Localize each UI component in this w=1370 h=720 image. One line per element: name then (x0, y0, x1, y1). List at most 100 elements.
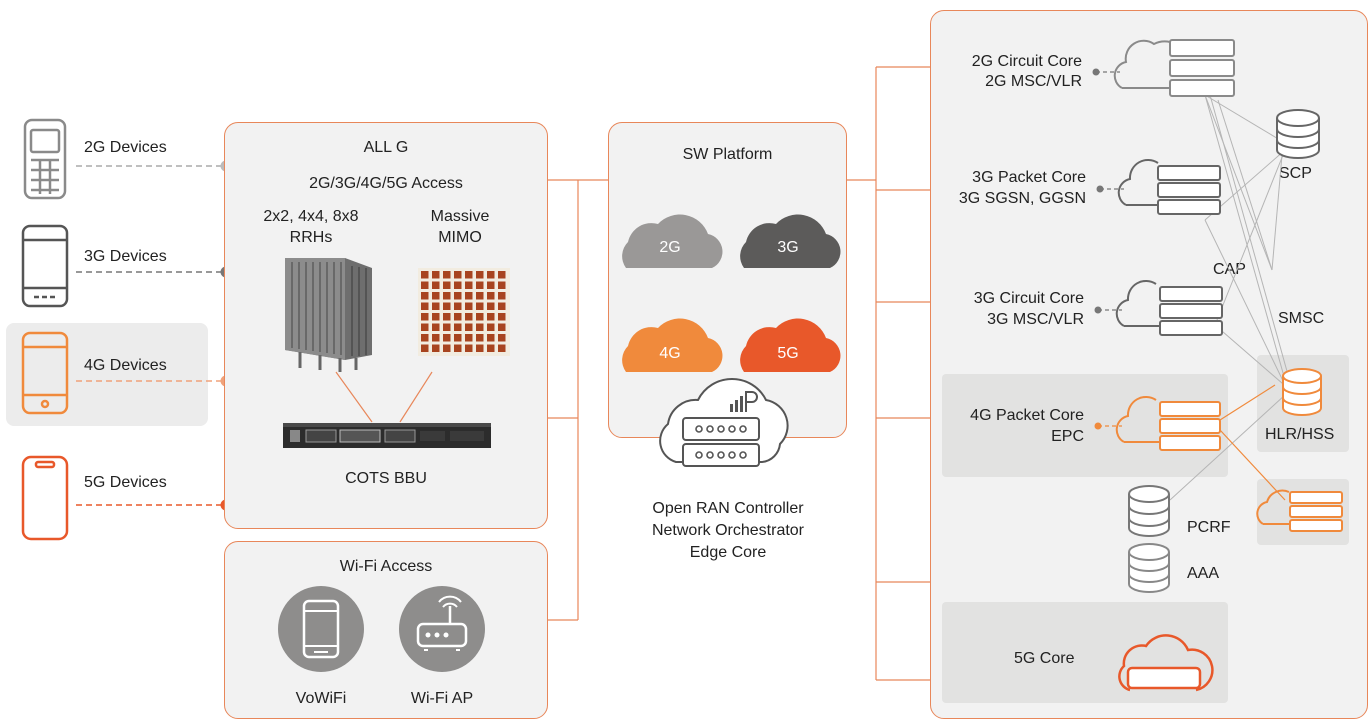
scp-database-icon (1276, 109, 1320, 159)
mimo-element (476, 292, 484, 300)
mimo-element (465, 302, 473, 310)
core-5g-label: 5G Core (1014, 650, 1075, 667)
core-4g-line-2: EPC (1051, 428, 1084, 445)
mimo-element (487, 323, 495, 331)
mimo-element (498, 292, 506, 300)
mimo-element (498, 323, 506, 331)
mimo-element (454, 323, 462, 331)
smsc-label: SMSC (1278, 310, 1325, 327)
mimo-element (498, 313, 506, 321)
mimo-element (432, 292, 440, 300)
mimo-element (443, 344, 451, 352)
mimo-element (487, 334, 495, 342)
cots-bbu-icon (283, 423, 491, 448)
scp-label: SCP (1279, 165, 1312, 182)
core-4g-server-icon (1115, 395, 1221, 451)
mimo-element (498, 302, 506, 310)
mimo-element (476, 313, 484, 321)
wifi-title: Wi-Fi Access (339, 558, 433, 575)
mimo-element (421, 313, 429, 321)
mimo-element (498, 281, 506, 289)
mimo-element (421, 344, 429, 352)
core-4g-line-1: 4G Packet Core (970, 407, 1084, 424)
mimo-element (432, 334, 440, 342)
extra-server-icon (1256, 489, 1343, 532)
mimo-element (443, 334, 451, 342)
mimo-element (443, 292, 451, 300)
mimo-element (421, 281, 429, 289)
mimo-element (454, 292, 462, 300)
mimo-element (443, 281, 451, 289)
mimo-element (498, 344, 506, 352)
mimo-element (432, 302, 440, 310)
mimo-element (487, 313, 495, 321)
core-3gc-line-1: 3G Circuit Core (973, 290, 1084, 307)
mimo-element (476, 271, 484, 279)
mimo-element (487, 292, 495, 300)
mimo-element (421, 334, 429, 342)
mimo-element (421, 292, 429, 300)
mimo-element (465, 344, 473, 352)
controller-cloud-icon (659, 378, 789, 467)
device-label-5g: 5G Devices (84, 474, 167, 491)
mimo-element (487, 344, 495, 352)
vowifi-icon (278, 586, 364, 672)
mimo-element (454, 334, 462, 342)
mimo-element (443, 302, 451, 310)
mimo-element (465, 334, 473, 342)
access-subtitle: 2G/3G/4G/5G Access (309, 175, 463, 192)
device-label-2g: 2G Devices (84, 139, 167, 156)
core-2g-line-1: 2G Circuit Core (971, 53, 1082, 70)
cloud-3g-label: 3G (777, 239, 799, 256)
mimo-element (432, 271, 440, 279)
core-3gc-server-icon (1115, 279, 1223, 336)
core-5g-cloud-icon (1118, 634, 1214, 692)
bbu-label: COTS BBU (345, 470, 427, 487)
wifi-panel (224, 541, 548, 719)
sw-platform-title: SW Platform (682, 146, 773, 163)
vowifi-label: VoWiFi (295, 690, 347, 707)
mimo-element (498, 334, 506, 342)
cloud-4g-label: 4G (659, 345, 681, 362)
phone-3g-icon (21, 224, 69, 308)
controller-line-3: Edge Core (689, 544, 767, 561)
phone-2g-icon (23, 118, 67, 200)
rrh-label-1: 2x2, 4x4, 8x8 (263, 208, 359, 225)
mimo-element (476, 302, 484, 310)
mimo-label-1: Massive (430, 208, 490, 225)
rrh-label-2: RRHs (289, 229, 333, 246)
controller-line-1: Open RAN Controller (652, 500, 804, 517)
rrh-radio-icon (285, 258, 372, 372)
access-title: ALL G (363, 139, 409, 156)
mimo-element (443, 313, 451, 321)
hlr-database-icon (1282, 368, 1322, 416)
core-2g-line-2: 2G MSC/VLR (985, 73, 1082, 90)
mimo-element (476, 323, 484, 331)
mimo-element (432, 281, 440, 289)
aaa-label: AAA (1187, 565, 1220, 582)
mimo-element (454, 302, 462, 310)
massive-mimo-icon (418, 268, 510, 356)
mimo-element (476, 344, 484, 352)
mimo-element (454, 313, 462, 321)
mimo-element (432, 313, 440, 321)
mimo-element (476, 334, 484, 342)
mimo-element (465, 323, 473, 331)
mimo-element (487, 302, 495, 310)
mimo-label-2: MIMO (438, 229, 482, 246)
mimo-element (487, 281, 495, 289)
pcrf-database-icon (1128, 485, 1170, 537)
pcrf-label: PCRF (1187, 519, 1231, 536)
mimo-element (465, 292, 473, 300)
core-3gc-line-2: 3G MSC/VLR (987, 311, 1084, 328)
core-2g-server-icon (1113, 39, 1235, 97)
mimo-element (421, 271, 429, 279)
mimo-element (421, 323, 429, 331)
cloud-5g-label: 5G (777, 345, 799, 362)
hlr-label: HLR/HSS (1265, 426, 1335, 443)
mimo-element (498, 271, 506, 279)
controller-line-2: Network Orchestrator (651, 522, 805, 539)
